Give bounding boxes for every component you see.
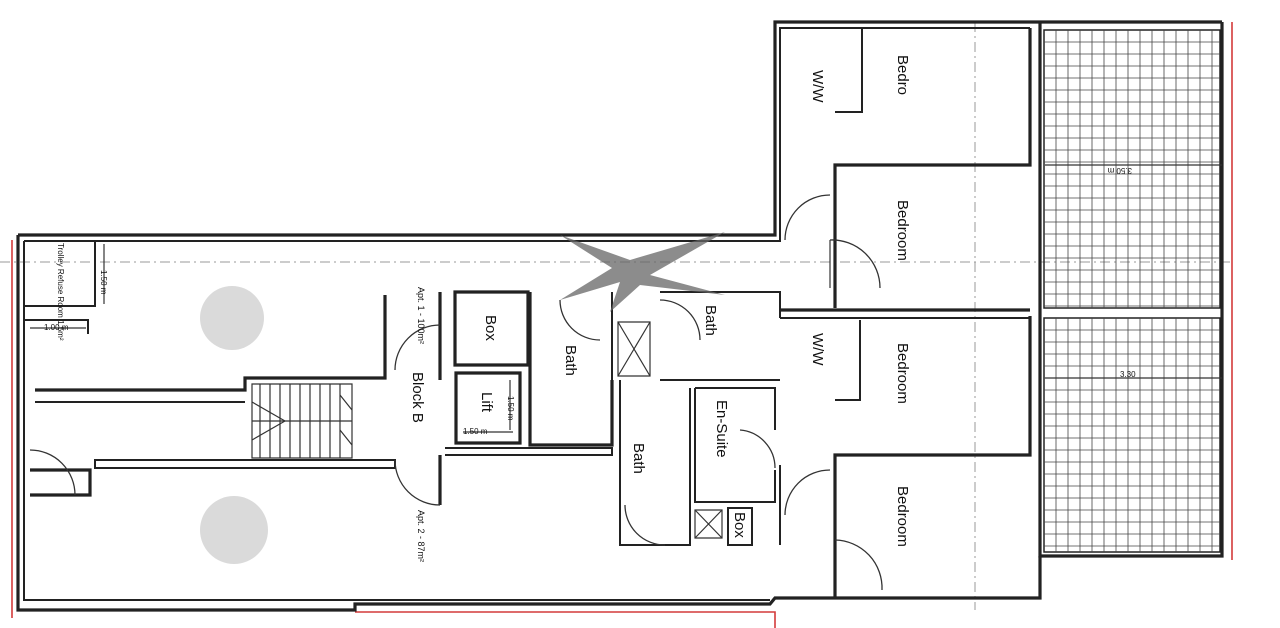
refuse-dim-vertical: 1.50 m bbox=[99, 270, 108, 295]
doors bbox=[29, 194, 883, 591]
label-bedroom-3: Bedroom bbox=[894, 343, 911, 404]
label-block-b: Block B bbox=[409, 372, 426, 423]
apt1-area: Apt. 1 - 100m² bbox=[416, 287, 426, 344]
lift-dimensions bbox=[30, 244, 513, 433]
label-bedroom-top: Bedro bbox=[894, 55, 911, 95]
internal-walls bbox=[24, 28, 1030, 546]
staircase bbox=[251, 384, 353, 458]
terrace-dim-top: 3.50 m bbox=[1107, 166, 1132, 175]
label-bedroom-4: Bedroom bbox=[894, 486, 911, 547]
terrace-top-tile-frame bbox=[1043, 29, 1221, 309]
terrace-grid-bottom bbox=[1043, 317, 1221, 553]
label-lift: Lift bbox=[478, 392, 495, 413]
label-ww-mid: W/W bbox=[809, 333, 826, 366]
terrace-dim-mid: 3.30 bbox=[1120, 370, 1136, 379]
label-en-suite: En-Suite bbox=[713, 400, 730, 458]
label-refuse-room: Trolley Refuse Room 1.5m² bbox=[56, 243, 65, 341]
label-bath-lower: Bath bbox=[630, 443, 647, 474]
terrace-bottom-tile-frame bbox=[1043, 317, 1221, 553]
label-ww-top: W/W bbox=[809, 70, 826, 103]
lift-dim-vertical: 1.50 m bbox=[506, 396, 515, 421]
annotations: Apt. 1 - 100m² Apt. 2 - 87m² 1.50 m 1.50… bbox=[44, 166, 1136, 562]
apt2-area: Apt. 2 - 87m² bbox=[416, 510, 426, 562]
refuse-dim-horizontal: 1.00 m bbox=[44, 323, 69, 332]
lift-dim-horizontal: 1.50 m bbox=[463, 427, 488, 436]
label-box-small: Box bbox=[731, 512, 748, 538]
blurred-watermark bbox=[200, 232, 725, 564]
label-bath-left: Bath bbox=[562, 345, 579, 376]
site-boundary bbox=[11, 22, 1233, 628]
terrace-dimensions bbox=[1045, 164, 1222, 379]
terrace-grid-top bbox=[1043, 29, 1221, 309]
label-box-left: Box bbox=[482, 315, 499, 341]
outer-walls bbox=[16, 20, 1224, 612]
label-bath-top: Bath bbox=[702, 305, 719, 336]
watermark-logo-icon bbox=[560, 232, 725, 312]
room-labels: W/W Bedro Bedroom W/W Bedroom Bedroom Bo… bbox=[56, 55, 911, 547]
label-bedroom-2: Bedroom bbox=[894, 200, 911, 261]
